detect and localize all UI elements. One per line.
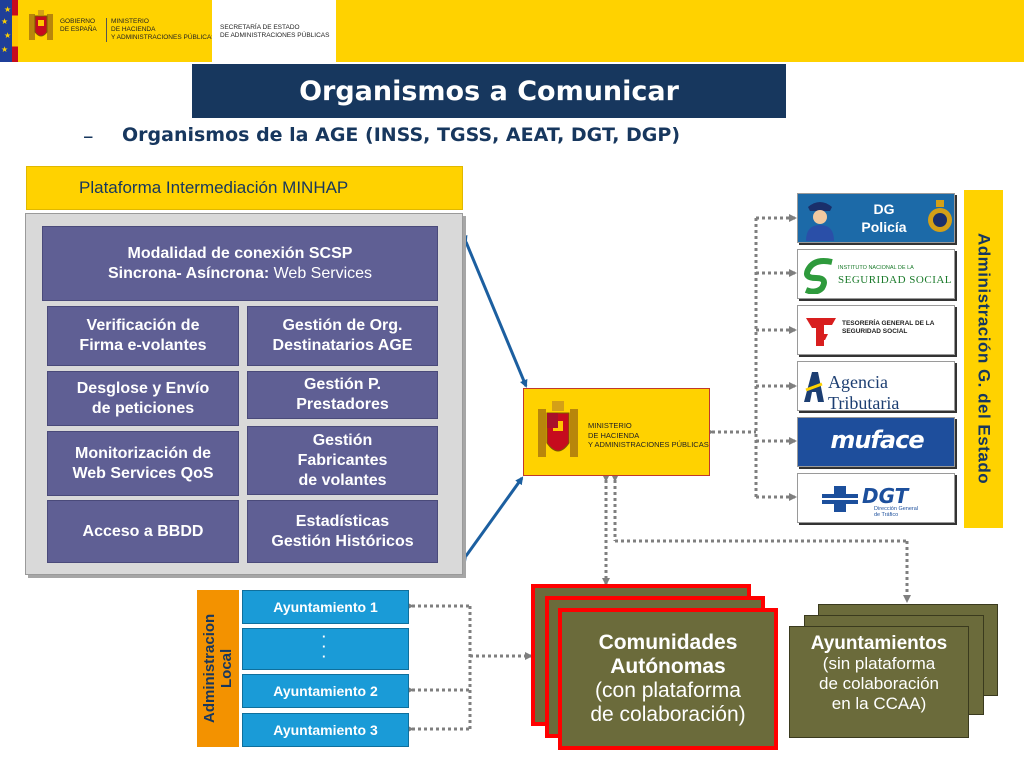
gestion-org-box: Gestión de Org. Destinatarios AGE <box>247 306 438 366</box>
dgt-sub-label: Dirección General de Tráfico <box>874 506 919 518</box>
ccaa-text: Comunidades Autónomas (con plataforma de… <box>560 610 776 748</box>
blue-arrow-top <box>460 234 528 388</box>
muface-label: muface <box>830 426 924 454</box>
acceso-bbdd-box: Acceso a BBDD <box>47 500 239 563</box>
monitorizacion-box: Monitorización de Web Services QoS <box>47 431 239 496</box>
agencia-tributaria-label: Agencia Tributaria <box>828 372 900 413</box>
tgss-icon <box>806 318 836 346</box>
verificacion-box: Verificación de Firma e-volantes <box>47 306 239 366</box>
bullet-dash: – <box>83 124 94 148</box>
ayuntamiento-3-box: Ayuntamiento 3 <box>242 713 409 747</box>
ccaa-subtitle: (con plataforma de colaboración) <box>590 679 746 726</box>
platform-title: Plataforma Intermediación MINHAP <box>26 166 463 210</box>
star-icon: ★ <box>4 31 12 40</box>
star-icon: ★ <box>1 17 9 26</box>
dg-policia-label: DG Policía <box>861 201 907 235</box>
tgss-logo: TESORERÍA GENERAL DE LA SEGURIDAD SOCIAL <box>797 305 955 355</box>
seguridad-social-logo: INSTITUTO NACIONAL DE LA SEGURIDAD SOCIA… <box>797 249 955 299</box>
star-icon: ★ <box>1 45 9 54</box>
modalidad-bold: Modalidad de conexión SCSP Sincrona- Así… <box>107 244 353 282</box>
age-bar <box>964 190 1003 528</box>
muface-logo: muface <box>797 417 955 467</box>
page-title: Organismos a Comunicar <box>192 64 786 118</box>
dgt-label: DGT <box>862 484 909 508</box>
ayuntamiento-ellipsis-box <box>242 628 409 670</box>
spain-flag <box>12 0 18 62</box>
dgt-icon <box>822 486 858 512</box>
secretaria-logo: SECRETARÍA DE ESTADO DE ADMINISTRACIONES… <box>212 0 336 62</box>
ministerio-label: MINISTERIO DE HACIENDA Y ADMINISTRACIONE… <box>588 421 709 449</box>
ministerio-label: MINISTERIO DE HACIENDA Y ADMINISTRACIONE… <box>106 18 216 42</box>
gobierno-label: GOBIERNO DE ESPAÑA <box>60 18 97 33</box>
seguridad-social-label: SEGURIDAD SOCIAL <box>838 274 953 286</box>
ayuntamientos-text: Ayuntamientos (sin plataforma de colabor… <box>789 634 969 714</box>
dgt-logo: DGT Dirección General de Tráfico <box>797 473 955 523</box>
local-bar <box>197 590 239 747</box>
agencia-tributaria-icon <box>804 372 824 402</box>
modalidad-box: Modalidad de conexión SCSP Sincrona- Así… <box>42 226 438 301</box>
ccaa-title: Comunidades Autónomas <box>598 631 738 678</box>
agencia-tributaria-logo: Agencia Tributaria <box>797 361 955 413</box>
ayuntamientos-subtitle: (sin plataforma de colaboración en la CC… <box>818 654 940 713</box>
ayuntamiento-1-box: Ayuntamiento 1 <box>242 590 409 624</box>
secretaria-label: SECRETARÍA DE ESTADO DE ADMINISTRACIONES… <box>220 24 330 39</box>
seguridad-social-icon <box>804 258 833 294</box>
police-officer-icon <box>806 202 834 241</box>
tgss-label: TESORERÍA GENERAL DE LA SEGURIDAD SOCIAL <box>842 320 935 335</box>
ellipsis-dots: · · · · <box>322 619 327 664</box>
ayuntamiento-2-box: Ayuntamiento 2 <box>242 674 409 708</box>
subtitle: Organismos de la AGE (INSS, TGSS, AEAT, … <box>122 124 681 146</box>
modalidad-normal: Web Services <box>269 264 373 282</box>
ayuntamientos-title: Ayuntamientos <box>810 633 948 654</box>
coat-of-arms-icon <box>29 10 53 40</box>
coat-of-arms-icon <box>538 401 578 457</box>
estadisticas-box: Estadísticas Gestión Históricos <box>247 500 438 563</box>
ministerio-hacienda-box: MINISTERIO DE HACIENDA Y ADMINISTRACIONE… <box>523 388 710 476</box>
blue-arrow-bottom <box>459 476 524 564</box>
police-badge-icon <box>928 200 952 232</box>
seguridad-social-small: INSTITUTO NACIONAL DE LA <box>838 265 914 271</box>
desglose-box: Desglose y Envío de peticiones <box>47 371 239 426</box>
star-icon: ★ <box>4 5 12 14</box>
gestion-fabricantes-box: Gestión Fabricantes de volantes <box>247 426 438 495</box>
ccaa-card-front <box>558 608 778 750</box>
age-label: Administración G. del Estado <box>974 233 994 485</box>
local-label: Administracion Local <box>201 613 235 724</box>
gestion-prestadores-box: Gestión P. Prestadores <box>247 371 438 419</box>
government-logo: GOBIERNO DE ESPAÑA MINISTERIO DE HACIEND… <box>20 0 216 62</box>
ayuntamientos-card-front <box>789 626 969 738</box>
dg-policia-logo: DG Policía <box>797 193 955 243</box>
